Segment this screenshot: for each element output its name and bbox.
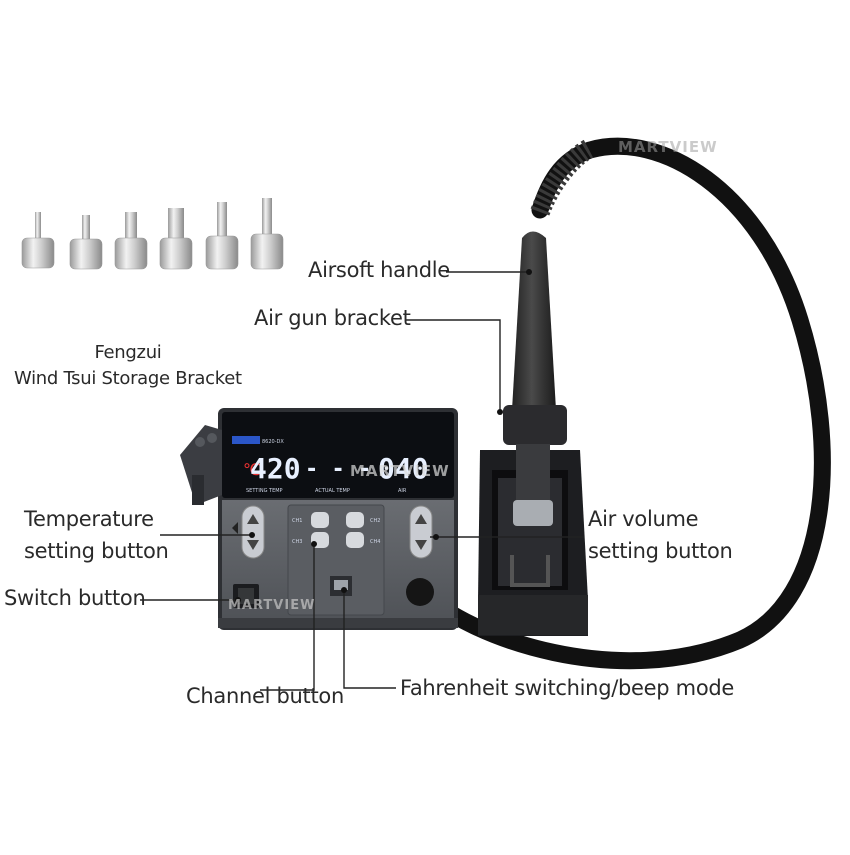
nozzle (21, 212, 55, 269)
air-caption: AIR (398, 488, 407, 494)
set-temperature-readout: 420 (250, 452, 301, 485)
nozzle (250, 198, 284, 270)
celsius-unit-indicator: ℃ (243, 460, 261, 479)
air-volume-readout: 040 (378, 452, 429, 485)
temperature-buttons[interactable] (232, 505, 265, 559)
nozzle (205, 202, 239, 270)
callout-lines (140, 271, 584, 691)
watermark: MARTVIEW (618, 138, 718, 156)
label-airsoft-handle: Airsoft handle (308, 258, 450, 282)
label-air-volume-line2: setting button (588, 539, 733, 563)
label-switch-button: Switch button (4, 586, 146, 610)
display-panel: 8620-DX ℃ 420 - - - 040 SETTING TEMP ACT… (232, 436, 429, 494)
storage-bracket (180, 425, 222, 505)
setting-temp-caption: SETTING TEMP (246, 488, 283, 494)
model-label: 8620-DX (262, 439, 284, 445)
label-temperature-line2: setting button (24, 539, 169, 563)
label-air-volume-line1: Air volume (588, 507, 699, 531)
channel-4-label: CH4 (370, 539, 380, 545)
air-volume-buttons[interactable] (409, 505, 433, 559)
watermark: MARTVIEW (350, 462, 450, 480)
actual-temperature-readout: - - - (305, 457, 371, 482)
nozzle (69, 215, 103, 270)
nozzle (159, 208, 193, 270)
channel-2-label: CH2 (370, 518, 380, 524)
nozzle-set (21, 198, 284, 270)
air-gun-handle (503, 231, 567, 526)
label-air-gun-bracket: Air gun bracket (254, 306, 411, 330)
channel-3-label: CH3 (292, 539, 302, 545)
label-fahrenheit: Fahrenheit switching/beep mode (400, 676, 735, 700)
label-storage-line2: Wind Tsui Storage Bracket (14, 368, 242, 389)
callout-dots (235, 269, 532, 603)
channel-1-label: CH1 (292, 518, 302, 524)
label-channel-button: Channel button (186, 684, 344, 708)
label-temperature-line1: Temperature (24, 507, 154, 531)
label-storage-line1: Fengzui (94, 342, 162, 363)
nozzle (114, 212, 148, 270)
air-hose (411, 137, 831, 670)
actual-temp-caption: ACTUAL TEMP (315, 488, 350, 494)
hose-connector (406, 578, 434, 606)
watermark: MARTVIEW (228, 598, 316, 613)
